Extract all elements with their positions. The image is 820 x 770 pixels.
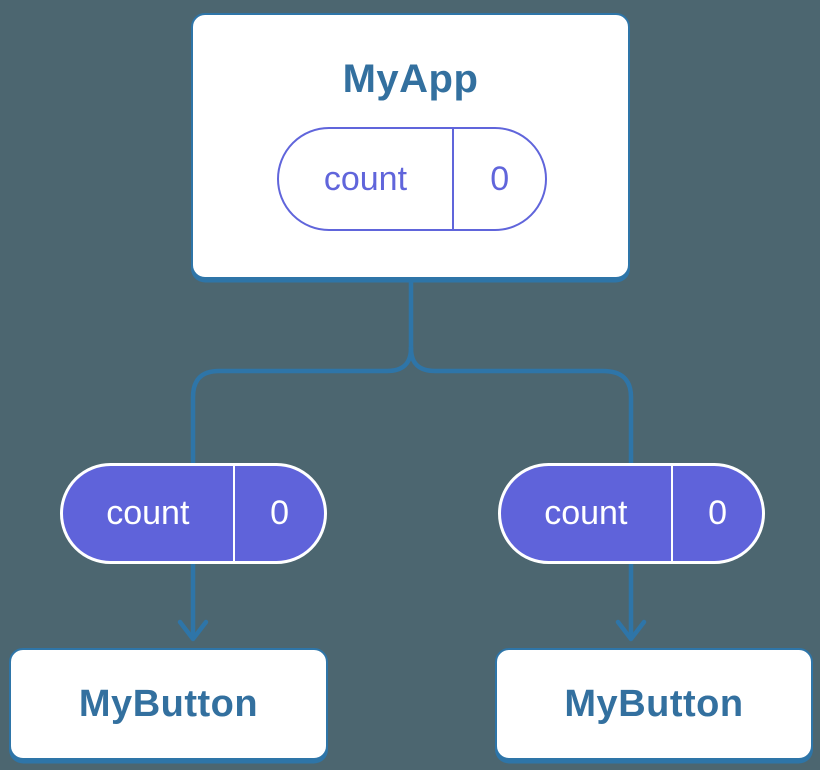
connector-left-branch [190,345,414,641]
node-myapp: MyApp count 0 [191,13,630,279]
node-myapp-title: MyApp [342,57,479,101]
arrowhead-left-icon [177,619,209,642]
state-pill-value: 0 [490,159,510,198]
node-mybutton-left: MyButton [9,648,328,760]
state-pill-myapp: count 0 [277,127,547,231]
connector-right-branch [408,345,634,641]
arrowhead-right-icon [615,619,647,642]
prop-pill-right: count 0 [498,463,765,564]
prop-pill-label: count [544,494,628,532]
pill-divider [670,466,674,561]
state-pill-label: count [323,159,408,198]
pill-divider [232,466,236,561]
prop-pill-left: count 0 [60,463,327,564]
prop-pill-label: count [106,494,190,532]
prop-pill-value: 0 [270,494,290,532]
pill-divider [451,129,455,229]
prop-pill-value: 0 [708,494,728,532]
node-mybutton-right: MyButton [495,648,813,760]
